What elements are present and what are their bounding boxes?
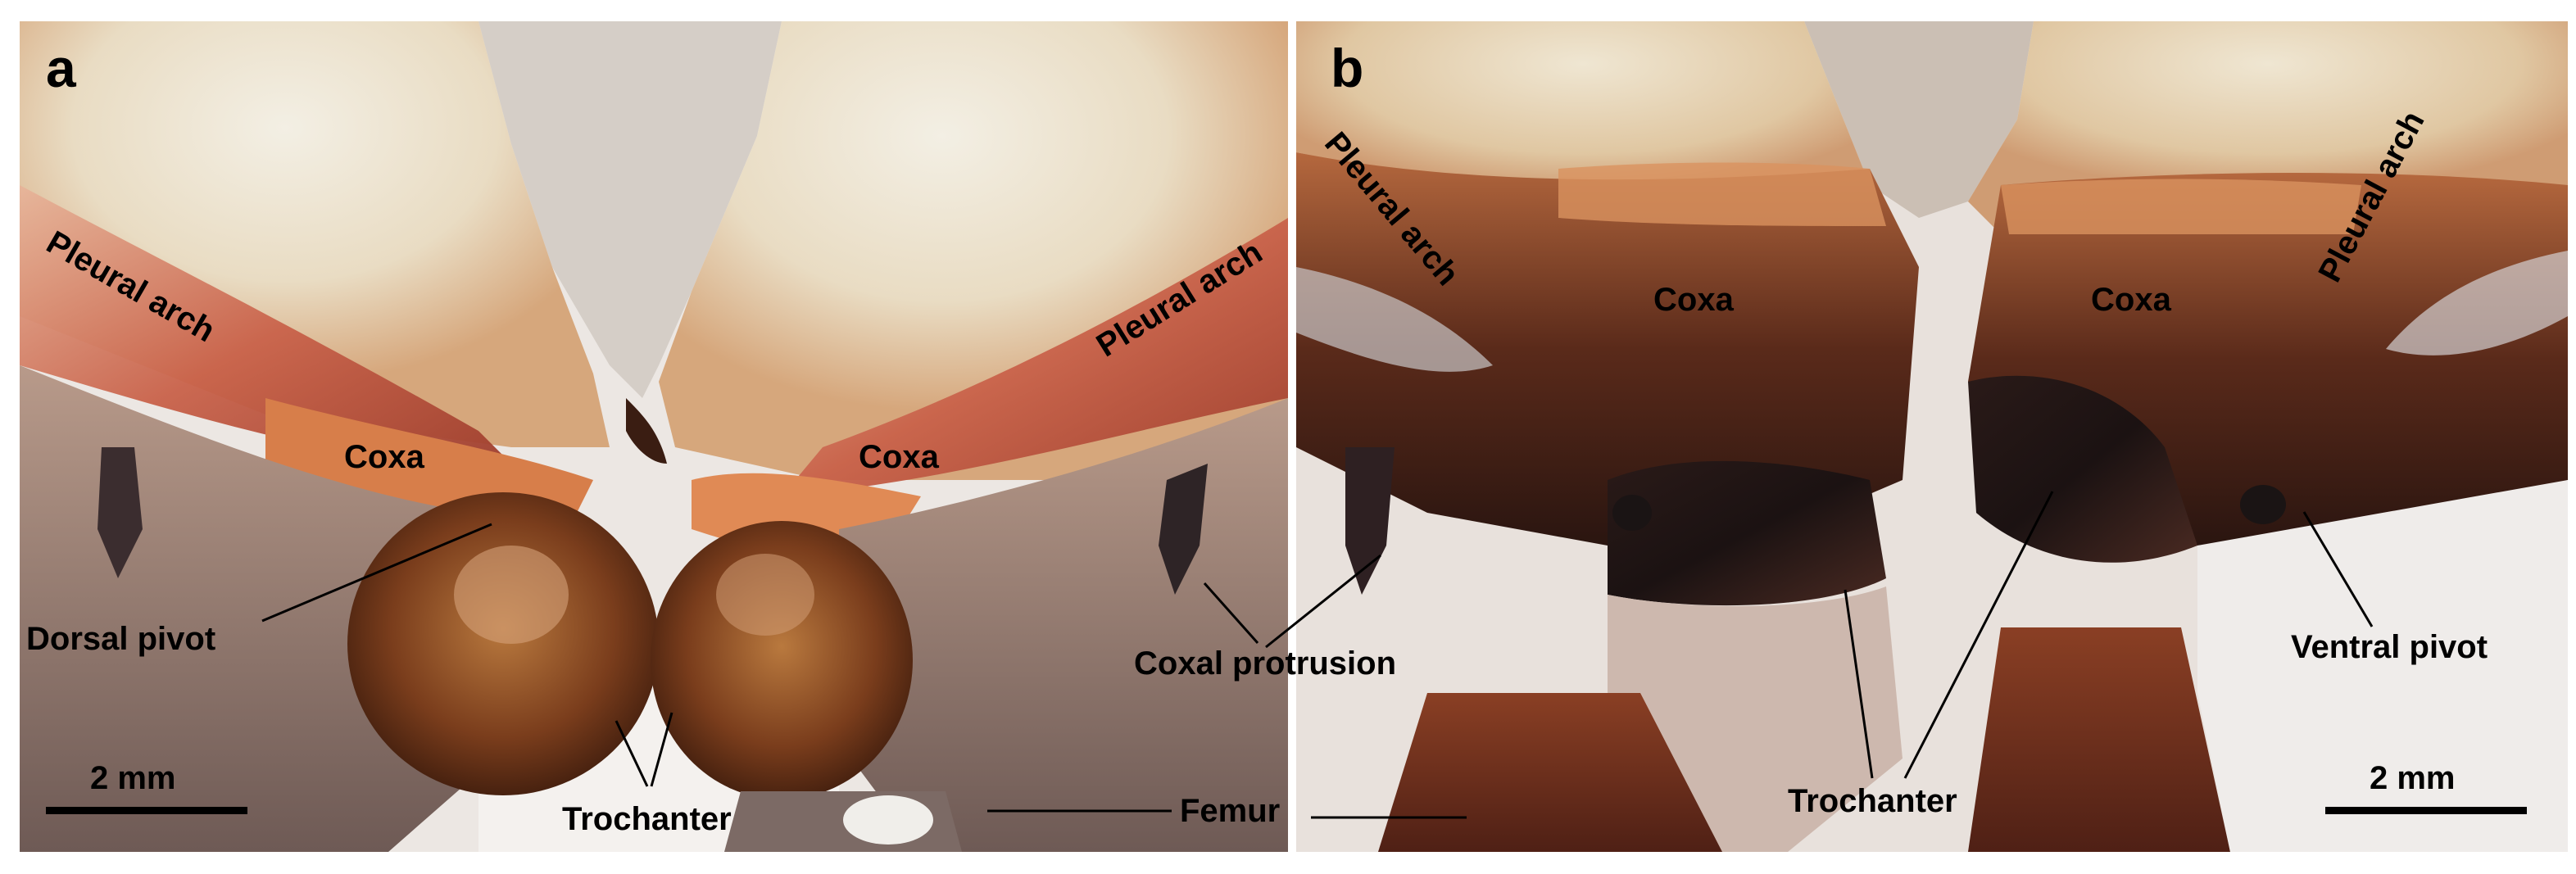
label-trochanter-a: Trochanter xyxy=(562,801,732,837)
label-coxa-b-left: Coxa xyxy=(1653,282,1734,318)
scale-bar-a-label: 2 mm xyxy=(90,760,176,796)
label-dorsal-pivot: Dorsal pivot xyxy=(26,621,216,657)
label-trochanter-b: Trochanter xyxy=(1788,783,1957,819)
panel-a-letter: a xyxy=(46,38,76,98)
scale-bar-b-label: 2 mm xyxy=(2370,760,2456,796)
panel-a xyxy=(20,21,1288,852)
label-coxa-a-right: Coxa xyxy=(859,439,939,475)
label-femur: Femur xyxy=(1180,793,1281,829)
panel-b-letter: b xyxy=(1331,38,1364,98)
panel-a-photo xyxy=(20,21,1288,852)
label-coxa-a-left: Coxa xyxy=(344,439,424,475)
label-coxal-protrusion: Coxal protrusion xyxy=(1134,645,1397,682)
label-ventral-pivot: Ventral pivot xyxy=(2291,629,2488,665)
label-coxa-b-right: Coxa xyxy=(2091,282,2171,318)
